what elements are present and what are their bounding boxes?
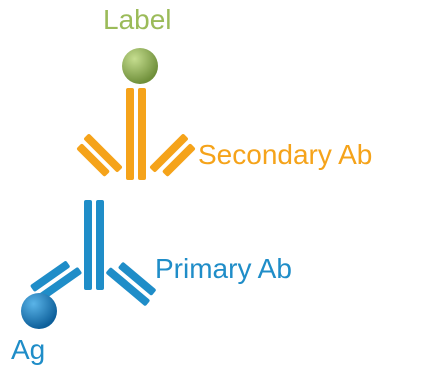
antigen-sphere (21, 293, 57, 329)
primary-ab-caption: Primary Ab (155, 253, 292, 284)
primary-right-arm-inner (106, 267, 150, 306)
secondary-ab-caption: Secondary Ab (198, 139, 373, 170)
secondary-heavy-chain-right (138, 88, 146, 180)
primary-right-arm-outer (118, 262, 156, 296)
label-sphere (122, 48, 158, 84)
primary-antibody (30, 200, 156, 306)
secondary-heavy-chain-left (126, 88, 134, 180)
ag-caption: Ag (11, 334, 46, 365)
secondary-right-arm-outer (162, 143, 196, 177)
primary-heavy-chain-left (84, 200, 92, 290)
secondary-right-arm-inner (150, 134, 188, 172)
secondary-antibody (76, 88, 196, 180)
primary-heavy-chain-right (96, 200, 104, 290)
primary-left-arm-outer (30, 261, 70, 292)
secondary-left-arm-inner (84, 134, 122, 172)
secondary-left-arm-outer (76, 143, 110, 177)
label-caption: Label (103, 4, 172, 35)
